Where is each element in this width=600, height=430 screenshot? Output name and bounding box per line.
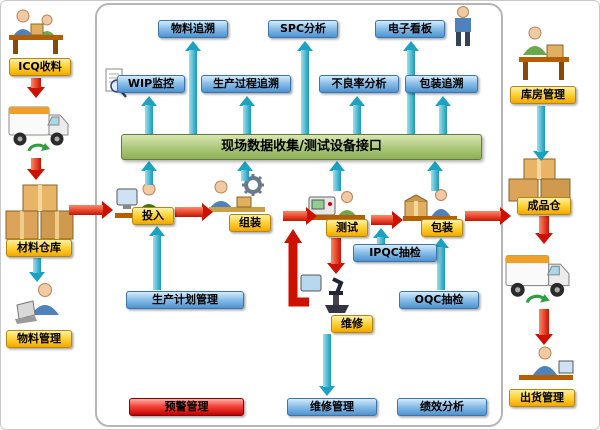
arrow-test-to-package: [371, 211, 403, 229]
arrow-package-to-finished-goods: [465, 207, 511, 225]
arrow-interface-to-wip: [141, 96, 157, 134]
material-boxes-icon: [5, 184, 74, 240]
arrow-interface-to-material-trace: [185, 41, 201, 134]
outbound-truck-icon: [505, 255, 570, 304]
arrow-icq-to-truck: [27, 78, 45, 98]
receiving-workers-icon: [9, 9, 63, 54]
warehouse-worker-icon: [519, 26, 569, 80]
arrow-truck-to-material-warehouse: [27, 158, 45, 180]
arrow-truck-to-shipping: [535, 309, 553, 345]
arrow-assembly-to-test: [283, 207, 317, 225]
arrow-package-to-interface: [427, 161, 443, 191]
arrow-input-to-assembly: [175, 203, 213, 221]
material-warehouse-label: 材料仓库: [6, 239, 72, 257]
material-clerk-icon: [15, 283, 59, 324]
arrow-repair-to-repair-mgmt: [319, 334, 335, 396]
arrow-test-to-repair: [327, 238, 345, 274]
arrow-production-plan-to-input: [149, 226, 165, 290]
arrow-test-to-interface: [329, 161, 345, 191]
interface-bar: 现场数据收集/测试设备接口: [121, 134, 482, 160]
shipping-mgmt-label: 出货管理: [509, 389, 575, 407]
arrow-assembly-to-interface: [237, 161, 253, 181]
step-test-label: 测试: [326, 219, 368, 237]
arrow-ipqc-to-flow: [373, 228, 389, 244]
step-input-label: 投入: [132, 207, 174, 225]
module-alert-mgmt: 预警管理: [129, 398, 244, 416]
module-material-trace: 物料追溯: [158, 20, 228, 38]
shipping-clerk-icon: [519, 346, 574, 380]
module-production-plan: 生产计划管理: [126, 291, 244, 309]
icq-receiving-label: ICQ收料: [9, 58, 71, 76]
arrow-repair-to-assembly: [284, 229, 309, 307]
module-ipqc: IPQC抽检: [353, 244, 437, 262]
packing-station-icon: [403, 189, 457, 221]
module-wip-monitor: WIP监控: [117, 75, 185, 93]
arrow-input-to-interface: [141, 161, 157, 185]
finished-goods-boxes-icon: [508, 158, 571, 202]
module-repair-mgmt: 维修管理: [287, 398, 377, 416]
arrow-interface-to-defect-rate: [349, 96, 365, 134]
arrow-interface-to-process-trace: [239, 96, 255, 134]
module-defect-rate: 不良率分析: [319, 75, 399, 93]
arrow-oqc-to-package: [433, 238, 449, 290]
module-spc-analysis: SPC分析: [268, 20, 338, 38]
warehouse-mgmt-label: 库房管理: [510, 86, 576, 104]
material-mgmt-label: 物料管理: [6, 330, 72, 348]
arrow-finished-goods-to-truck: [535, 216, 553, 244]
finished-goods-label: 成品仓: [517, 197, 571, 215]
module-package-trace: 包装追溯: [405, 75, 478, 93]
assembly-station-icon: [209, 174, 265, 212]
arrow-material-warehouse-to-material-mgmt: [29, 258, 45, 282]
inbound-truck-icon: [8, 106, 69, 152]
arrow-interface-to-package-trace: [435, 96, 451, 134]
step-package-label: 包装: [421, 219, 463, 237]
repair-label: 维修: [331, 315, 373, 333]
step-assembly-label: 组装: [229, 214, 271, 232]
dashboard-worker-icon: [455, 6, 471, 46]
arrow-material-warehouse-to-input: [69, 201, 113, 219]
repair-microscope-icon: [300, 274, 349, 313]
module-eboard: 电子看板: [375, 20, 445, 38]
arrow-warehouse-mgmt-to-finished-goods: [533, 106, 549, 161]
module-oqc: OQC抽检: [399, 291, 479, 309]
module-process-trace: 生产过程追溯: [201, 75, 291, 93]
module-performance: 绩效分析: [397, 398, 487, 416]
arrow-interface-to-spc: [297, 41, 313, 134]
